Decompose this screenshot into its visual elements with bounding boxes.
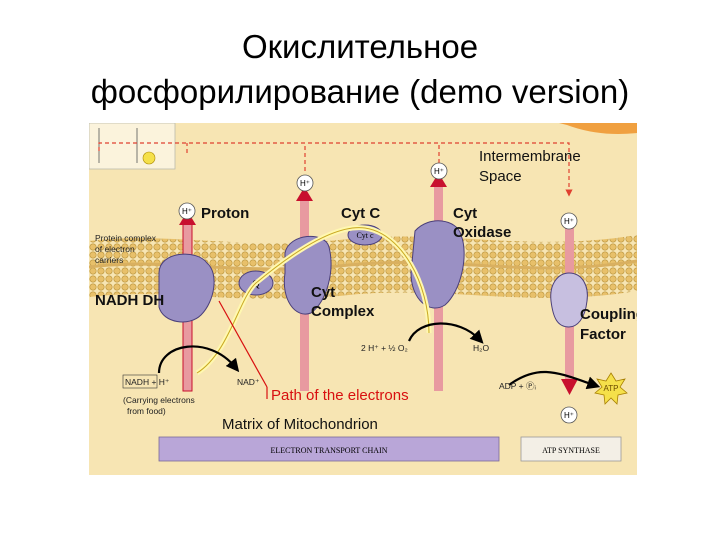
cyt-oxidase-label-2: Oxidase — [453, 224, 511, 241]
svg-text:H⁺: H⁺ — [564, 411, 574, 420]
cyt-complex-label-1: Cyt — [311, 284, 335, 301]
svg-text:H⁺: H⁺ — [434, 167, 444, 176]
protein-complex-label-2: of electron — [95, 244, 135, 254]
cyt-oxidase-label-1: Cyt — [453, 205, 477, 222]
carrying-label-1: (Carrying electrons — [123, 395, 195, 405]
matrix-label: Matrix of Mitochondrion — [222, 416, 378, 433]
atp-synthase-bar — [520, 436, 622, 462]
title-line-2: фосфорилирование (demo version) — [90, 73, 630, 110]
svg-text:ATP: ATP — [604, 384, 619, 393]
reaction-arrows — [157, 322, 601, 390]
inset-thumbnail — [89, 123, 176, 170]
coupling-label-2: Factor — [580, 326, 626, 343]
nadh-label: NADH + H⁺ — [125, 377, 170, 387]
cyt-oxidase-complex — [410, 220, 465, 309]
oxidative-phosphorylation-diagram: H⁺ H⁺ H⁺ H⁺ H⁺ Q Cyt c ATP ELECTRO — [89, 123, 637, 475]
svg-text:H⁺: H⁺ — [564, 217, 574, 226]
protein-complexes — [158, 220, 588, 328]
title-line-1: Окислительное — [241, 28, 479, 65]
proton-label: Proton — [201, 205, 249, 222]
adp-label: ADP + Ⓟᵢ — [499, 381, 536, 391]
path-of-electrons-label: Path of the electrons — [271, 387, 409, 404]
nadh-dh-complex — [158, 253, 215, 323]
svg-text:H⁺: H⁺ — [300, 179, 310, 188]
coupling-factor-complex — [550, 272, 588, 328]
cyt-complex-label-2: Complex — [311, 303, 375, 320]
space-label: Space — [479, 168, 522, 185]
atp-synthase-bar-label: ATP SYNTHASE — [542, 446, 600, 455]
proton-circulation-dashed — [98, 142, 573, 197]
main-labels: Intermembrane Space Proton Cyt C Cyt Oxi… — [95, 148, 637, 433]
svg-text:H⁺: H⁺ — [182, 207, 192, 216]
protein-complex-label-3: carriers — [95, 255, 123, 265]
intermembrane-label: Intermembrane — [479, 148, 581, 165]
atp-starburst-right: ATP — [594, 372, 628, 405]
water-label: H₂O — [473, 343, 489, 353]
cyt-c-small-label: Cyt c — [356, 231, 374, 240]
corner-shape — [559, 123, 637, 134]
small-annotations: Protein complex of electron carriers NAD… — [95, 233, 536, 416]
h-plus-bubbles: H⁺ H⁺ H⁺ H⁺ H⁺ — [178, 162, 578, 424]
path-pointer-lines — [218, 300, 268, 399]
carrying-label-2: from food) — [127, 406, 166, 416]
protein-complex-label-1: Protein complex — [95, 233, 157, 243]
etc-bar-label: ELECTRON TRANSPORT CHAIN — [270, 446, 387, 455]
cyt-c-label: Cyt C — [341, 205, 380, 222]
etc-bar — [158, 436, 500, 462]
nadh-dh-label: NADH DH — [95, 292, 164, 309]
coupling-label-1: Coupling — [580, 306, 637, 323]
nad-label: NAD⁺ — [237, 377, 260, 387]
oxygen-reaction-label: 2 H⁺ + ½ O₂ — [361, 343, 408, 353]
